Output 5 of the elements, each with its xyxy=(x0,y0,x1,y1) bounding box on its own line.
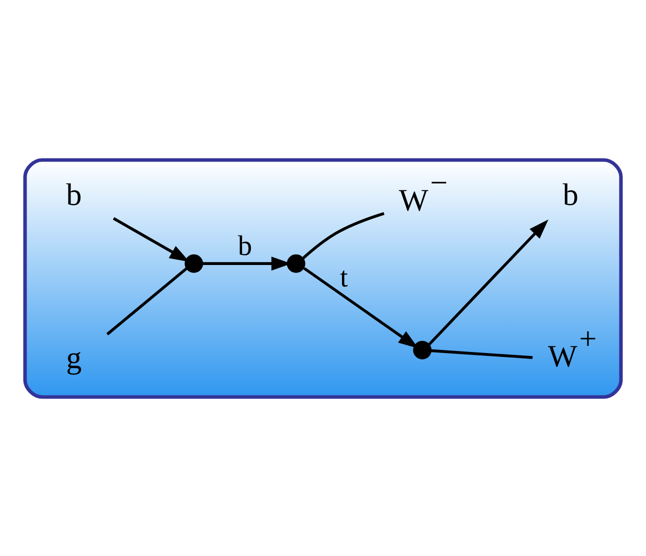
node-text: g xyxy=(66,340,82,375)
edge-label: b xyxy=(238,230,252,262)
edge-label: t xyxy=(340,262,348,293)
node-text: b xyxy=(562,176,578,212)
node-text: b xyxy=(66,176,82,212)
